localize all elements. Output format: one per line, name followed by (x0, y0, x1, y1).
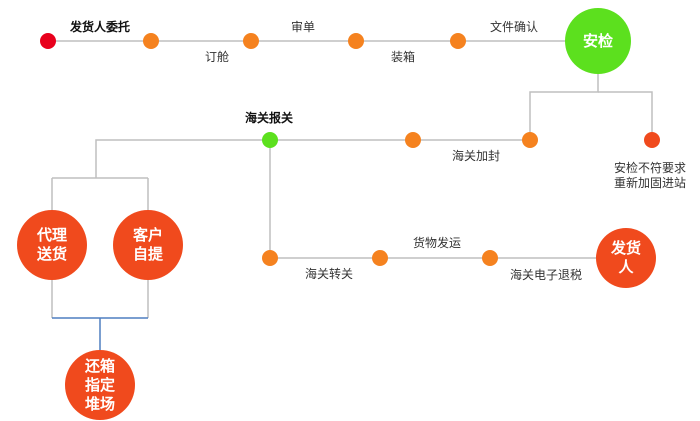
start-label: 发货人委托 (70, 20, 131, 34)
confirm-label: 文件确认 (490, 20, 539, 34)
transfer-label: 海关转关 (305, 267, 354, 281)
return-bracket (52, 317, 148, 350)
inspection-fail-line (598, 91, 653, 140)
seal-node (522, 132, 538, 148)
customer-pickup-node: 客户 自提 (113, 210, 183, 280)
seal-mid-node (405, 132, 421, 148)
delivery-branch-line (95, 139, 270, 178)
review-label: 审单 (291, 20, 316, 34)
declare-label: 海关报关 (245, 111, 294, 125)
start-node (40, 33, 56, 49)
transfer-node (262, 250, 278, 266)
return-yard-node: 还箱 指定 堆场 (65, 350, 135, 420)
inspection-node: 安检 (565, 8, 631, 74)
tax-refund-node (482, 250, 498, 266)
shipper-node: 发货 人 (596, 228, 656, 288)
agent-delivery-node: 代理 送货 (17, 210, 87, 280)
pack-node (348, 33, 364, 49)
inspection-fail-note-line2: 重新加固进站 (614, 176, 687, 190)
seal-label: 海关加封 (452, 149, 501, 163)
tax-refund-label: 海关电子退税 (510, 268, 583, 282)
review-node (243, 33, 259, 49)
book-node (143, 33, 159, 49)
book-label: 订舱 (205, 50, 230, 64)
dispatch-node (372, 250, 388, 266)
inspection-fail-node (644, 132, 660, 148)
inspection-fail-note-line1: 安检不符要求 (614, 161, 687, 175)
dispatch-label: 货物发运 (413, 236, 462, 250)
confirm-node (450, 33, 466, 49)
pack-label: 装箱 (391, 50, 416, 64)
declare-node (262, 132, 278, 148)
